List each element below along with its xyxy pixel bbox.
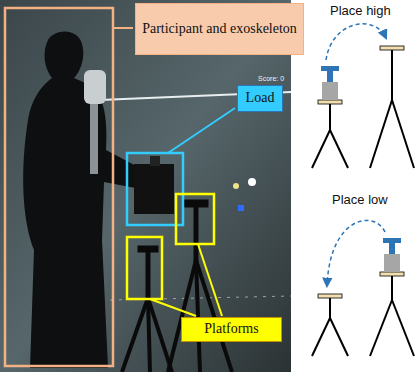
label-box: Load (237, 85, 283, 112)
highlight-frame (5, 8, 113, 366)
screen-text: Score: 0 (258, 75, 284, 82)
exoskeleton (84, 70, 106, 104)
highlight-frame (127, 153, 183, 225)
leader-line (150, 299, 196, 316)
label-box: Participant and exoskeleton (135, 3, 304, 55)
highlight-frame (176, 194, 214, 244)
tripod-diagram (312, 24, 414, 168)
target-dot (233, 183, 239, 189)
leader-line (198, 244, 222, 316)
target-dot (248, 178, 256, 186)
participant-silhouette (23, 31, 150, 368)
label-text: Platforms (204, 321, 258, 337)
label-text: Participant and exoskeleton (142, 21, 297, 37)
leader-line (168, 108, 235, 153)
highlight-frame (127, 237, 162, 299)
exoskeleton (90, 104, 98, 174)
label-box: Platforms (181, 317, 282, 342)
leader-line (113, 27, 133, 29)
load-object (150, 156, 160, 166)
panel-title: Place low (332, 192, 388, 207)
tripod-diagram (312, 220, 414, 356)
label-text: Load (246, 90, 275, 106)
target-dot (238, 205, 244, 211)
panel-title: Place high (330, 3, 391, 18)
load-object (134, 164, 174, 214)
photo-background (0, 0, 291, 372)
